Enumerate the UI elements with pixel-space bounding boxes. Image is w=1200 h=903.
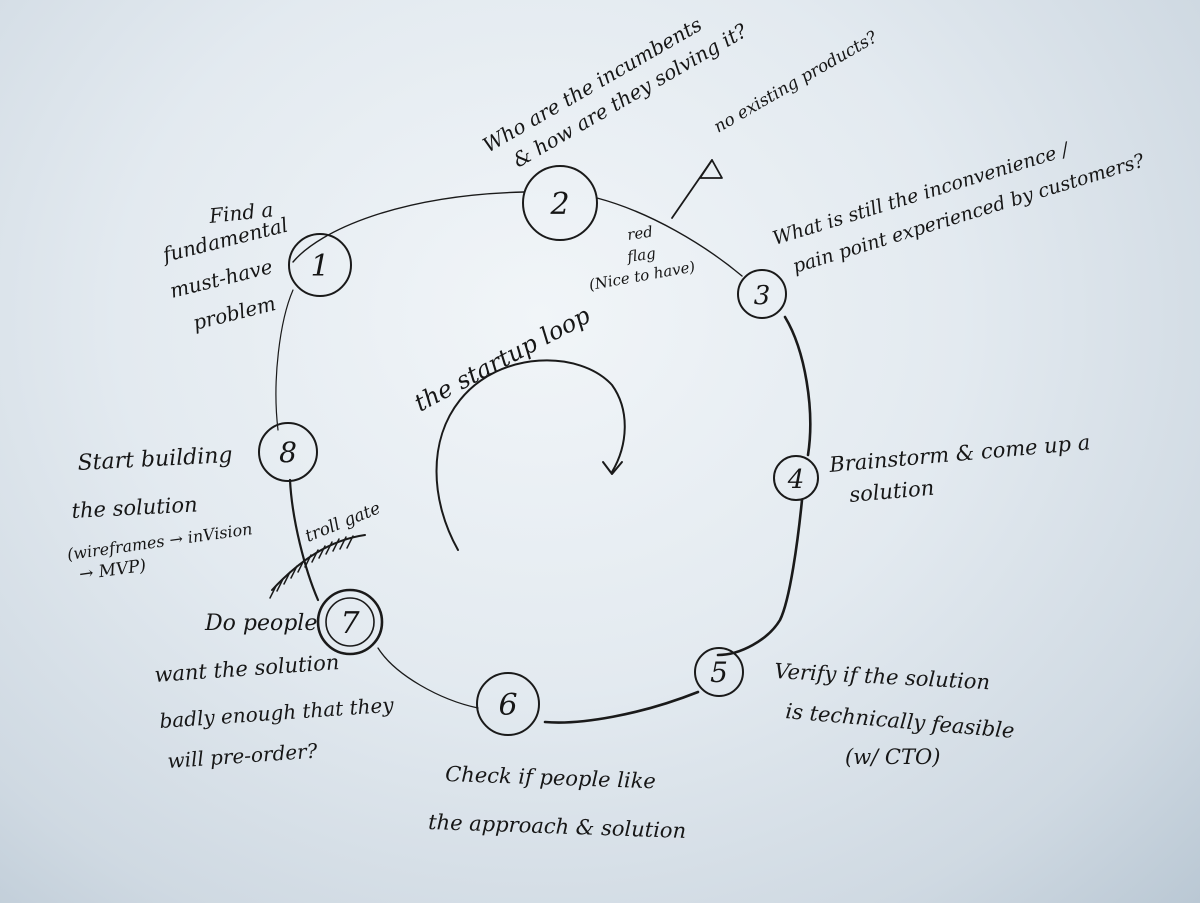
step-7: 7 Do people want the solution badly enou… xyxy=(154,588,395,773)
step-4-number: 4 xyxy=(787,465,805,495)
step-7-circle xyxy=(316,588,384,656)
step-7-inner-circle xyxy=(325,597,375,647)
step-6-label-line-2: the approach & solution xyxy=(428,810,687,843)
step-2: 2 Who are the incumbents & how are they … xyxy=(479,12,752,241)
flag-icon xyxy=(699,159,723,179)
step-5-label-line-1: Verify if the solution xyxy=(774,659,991,694)
step-6-number: 6 xyxy=(498,688,517,723)
diagram-title: the startup loop xyxy=(410,301,595,417)
red-flag-line-2: flag xyxy=(625,244,657,266)
step-1-number: 1 xyxy=(310,249,329,284)
step-3-number: 3 xyxy=(754,281,771,311)
spiral-arrow-path xyxy=(435,359,626,551)
step-5: 5 Verify if the solution is technically … xyxy=(694,647,1016,769)
step-1-label-line-4: problem xyxy=(190,291,278,335)
step-8: 8 Start building the solution (wireframe… xyxy=(66,422,318,585)
step-7-number: 7 xyxy=(340,606,360,641)
step-4-label-line-2: solution xyxy=(848,476,935,507)
step-2-label-line-2: & how are they solving it? xyxy=(509,18,752,172)
step-6: 6 Check if people like the approach & so… xyxy=(428,672,687,843)
step-5-number: 5 xyxy=(710,656,728,689)
troll-gate-hatching xyxy=(269,535,354,599)
troll-gate-annotation: troll gate xyxy=(269,498,383,599)
step-4: 4 Brainstorm & come up a solution xyxy=(773,430,1091,507)
red-flag-line-1: red xyxy=(626,223,654,244)
step-7-label-line-4: will pre-order? xyxy=(167,739,319,773)
step-1: 1 Find a fundamental must-have problem xyxy=(158,197,352,335)
step-3-circle xyxy=(737,269,787,319)
loop-ring xyxy=(275,191,812,724)
step-4-circle xyxy=(773,455,819,501)
step-2-circle xyxy=(522,165,598,241)
step-8-label-line-1: Start building xyxy=(77,443,233,476)
step-8-number: 8 xyxy=(279,436,297,469)
step-2-number: 2 xyxy=(549,187,569,222)
step-7-label-line-3: badly enough that they xyxy=(159,693,395,733)
step-7-label-line-2: want the solution xyxy=(154,650,340,687)
step-3: 3 What is still the inconvenience / pain… xyxy=(737,138,1148,319)
step-6-circle xyxy=(476,672,540,736)
step-6-label-line-1: Check if people like xyxy=(445,762,656,793)
step-8-label-line-2: the solution xyxy=(71,492,198,523)
step-7-label-line-1: Do people xyxy=(204,611,317,636)
step-4-label-line-1: Brainstorm & come up a xyxy=(827,430,1091,477)
step-5-label-line-2: is technically feasible xyxy=(785,699,1016,743)
step-1-circle xyxy=(288,233,352,297)
step-5-label-line-3: (w/ CTO) xyxy=(845,745,940,769)
step-8-label-line-3: (wireframes → inVision xyxy=(66,519,254,564)
step-8-circle xyxy=(258,422,318,482)
step-5-circle xyxy=(694,647,744,697)
spiral-arrowhead-icon xyxy=(602,461,623,475)
center-spiral: the startup loop xyxy=(410,301,626,551)
